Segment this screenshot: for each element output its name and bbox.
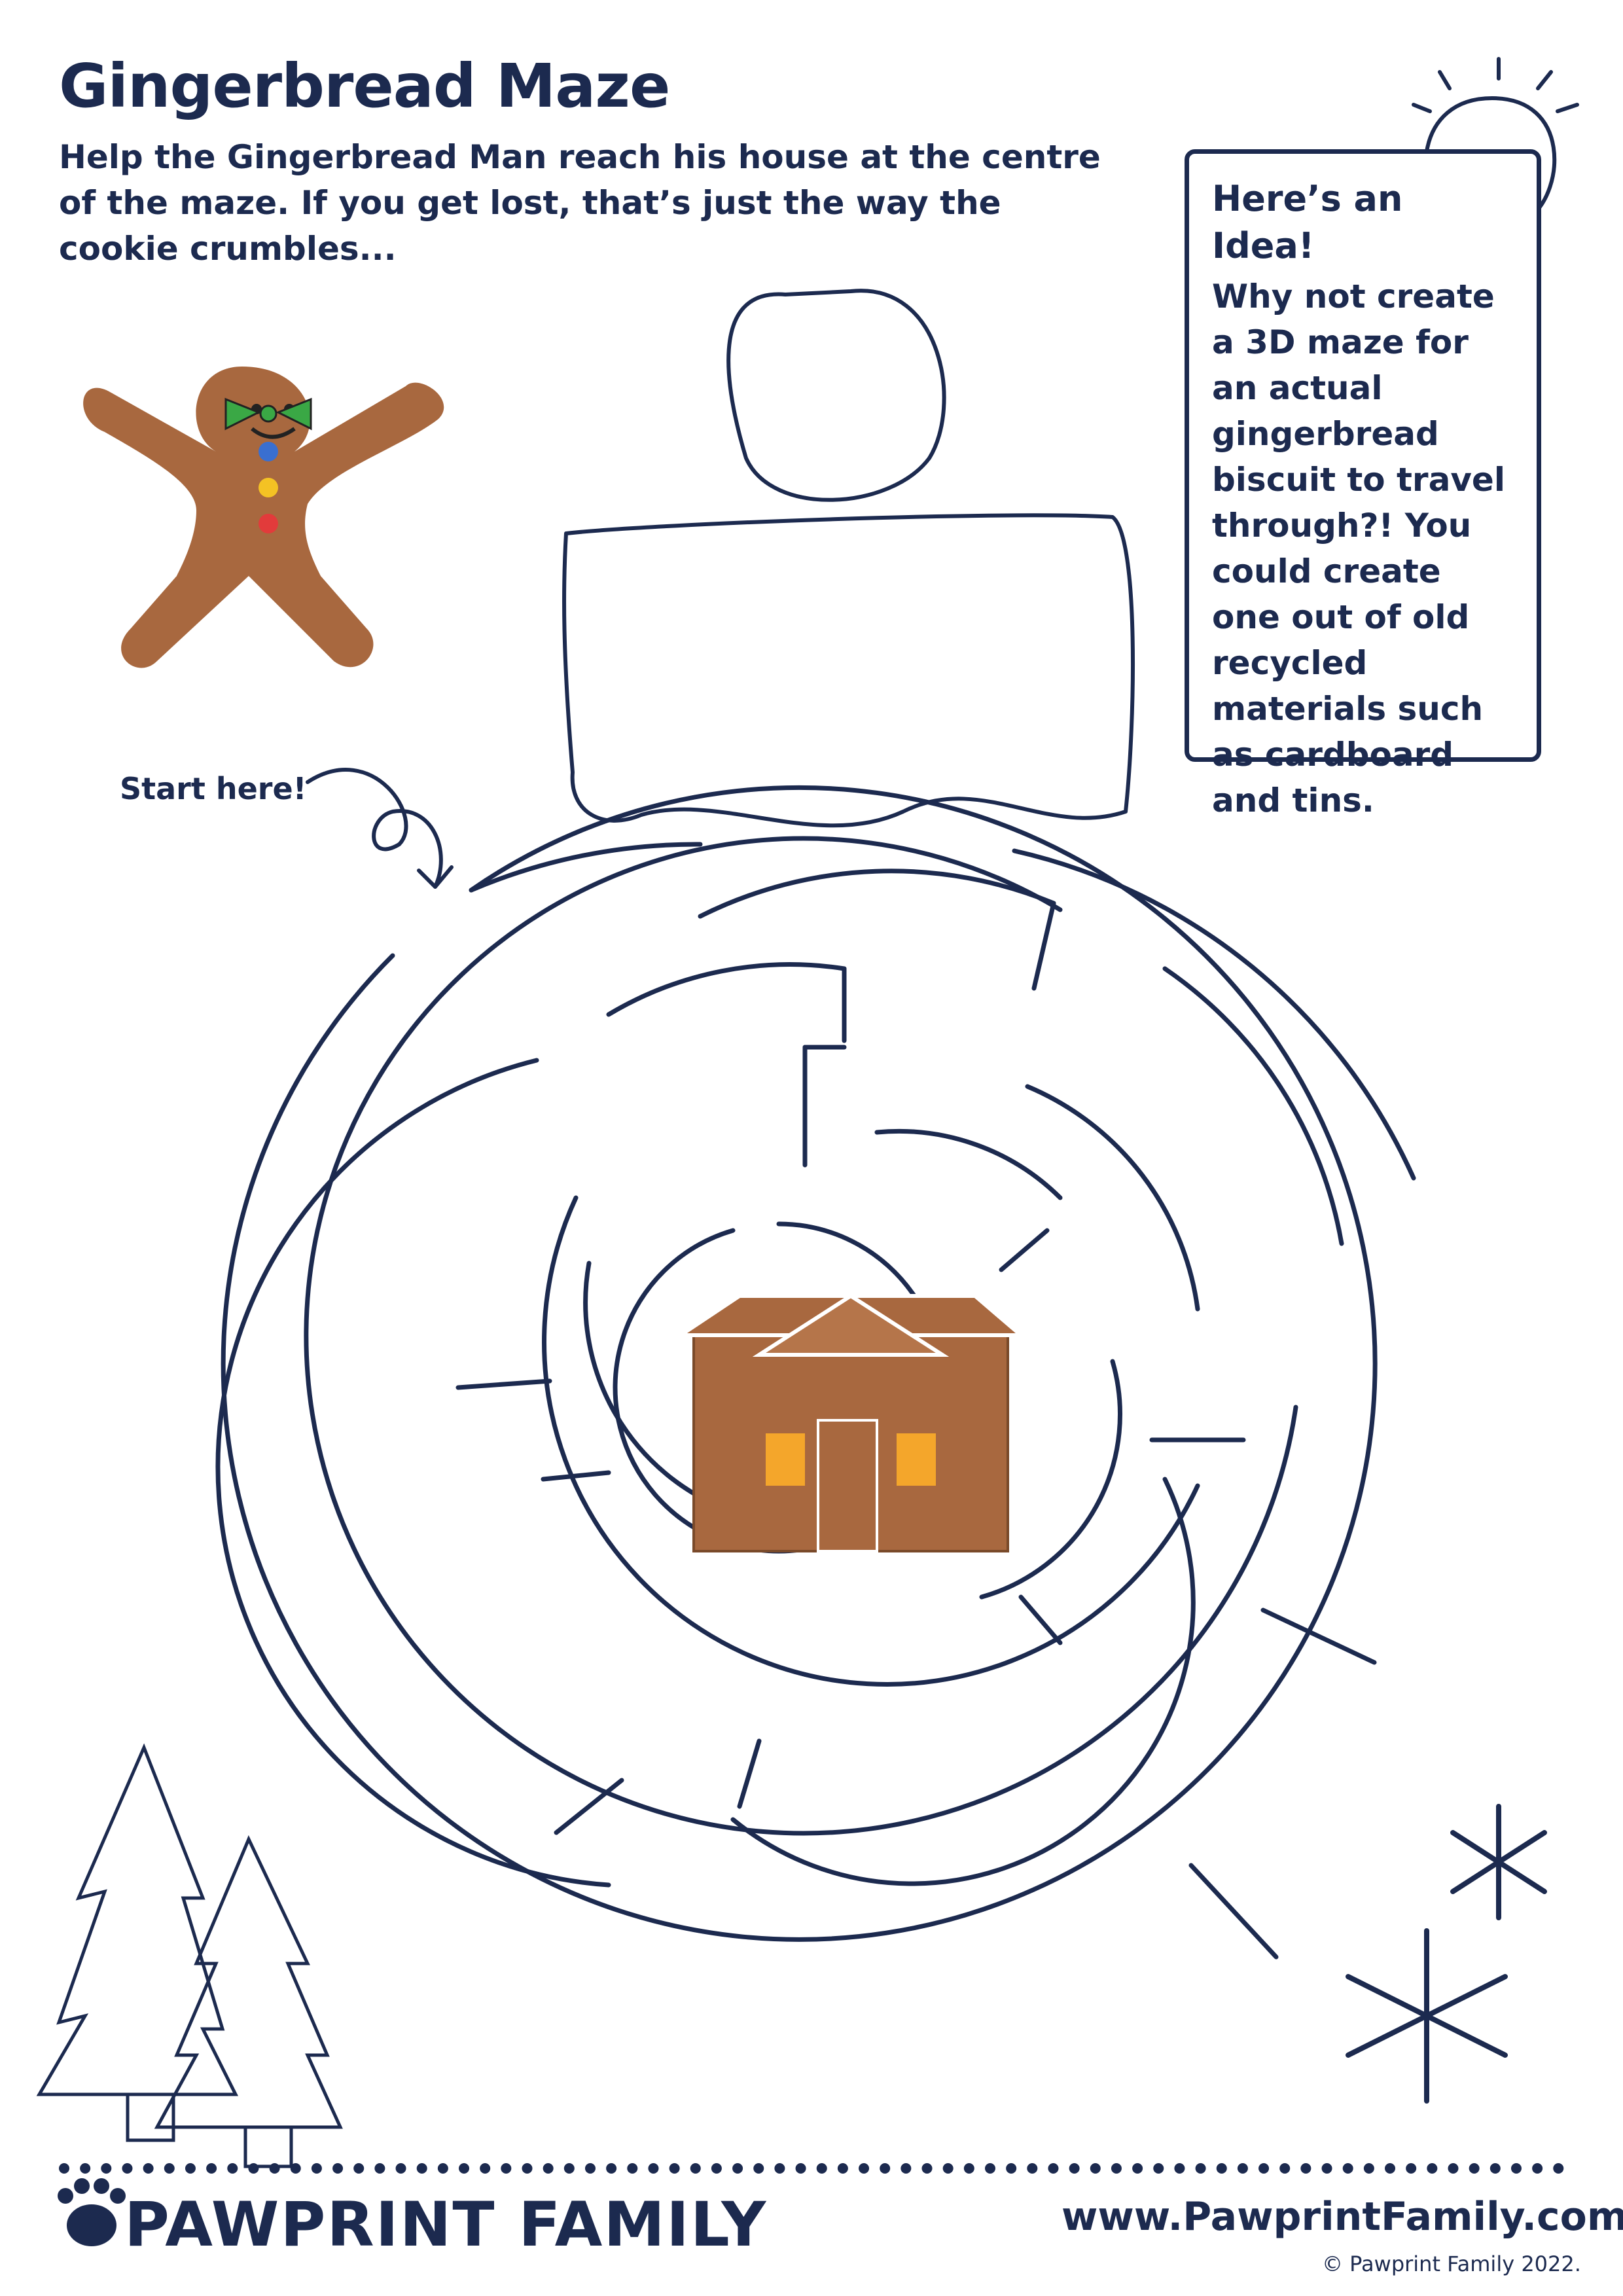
snowman-body (562, 513, 1135, 828)
start-label: Start here! (120, 771, 307, 806)
footer-divider (59, 2163, 1564, 2174)
idea-body: Why not create a 3D maze for an actual g… (1212, 278, 1505, 819)
tree-icon (36, 1743, 343, 2168)
copyright-text: © Pawprint Family 2022. (1322, 2251, 1581, 2276)
snowman-head (726, 289, 946, 502)
page-title: Gingerbread Maze (59, 51, 670, 121)
website-link[interactable]: www.PawprintFamily.com (1061, 2194, 1623, 2240)
pawprint-icon (58, 2178, 126, 2246)
snowflake-icon (1346, 1804, 1547, 2104)
gingerbread-house-illustration (674, 1293, 1027, 1552)
gingerbread-man-illustration (83, 367, 444, 668)
idea-title: Here’s an Idea! (1212, 178, 1403, 266)
intro-text: Help the Gingerbread Man reach his house… (59, 138, 1101, 268)
arrow-icon (306, 768, 454, 889)
idea-box (1185, 149, 1541, 762)
brand-logo-text: PAWPRINT FAMILY (124, 2189, 768, 2261)
